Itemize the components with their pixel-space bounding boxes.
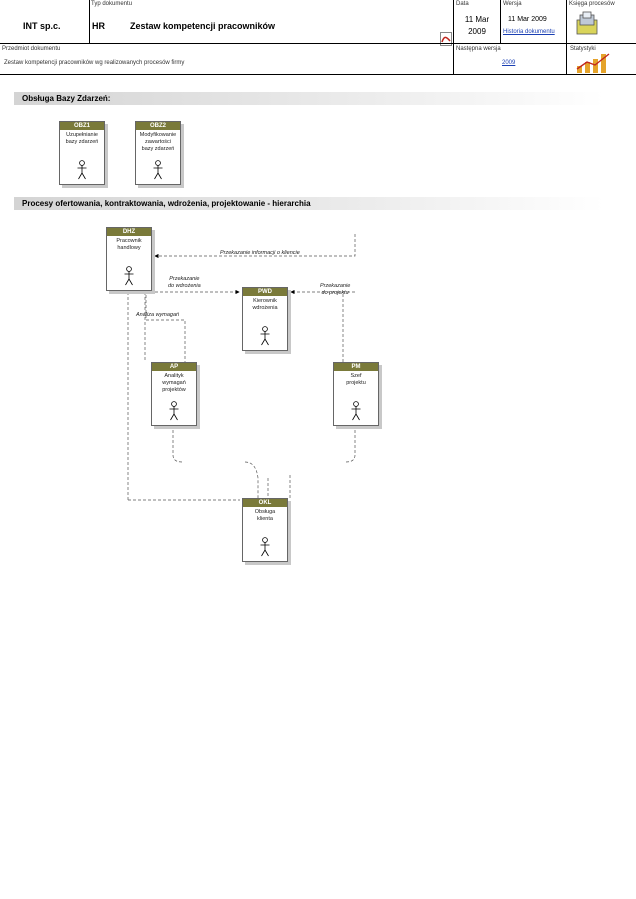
role-name: Pracownik handlowy (116, 238, 142, 251)
section-title: Procesy ofertowania, kontraktowania, wdr… (22, 199, 311, 208)
role-name: Kierownik wdrożenia (252, 298, 278, 311)
date-label: Data (456, 1, 469, 7)
page-title: Zestaw kompetencji pracowników (130, 21, 276, 31)
header-divider (453, 0, 454, 74)
purpose-label: Przedmiot dokumentu (2, 46, 61, 52)
role-code: PWD (243, 288, 287, 296)
role-name: Modyfikowanie zawartości bazy zdarzeń (139, 132, 177, 152)
role-code: OBZ2 (136, 122, 180, 130)
repo-label: Księga procesów (569, 1, 615, 7)
role-card-pwd[interactable]: PWD Kierownik wdrożenia (242, 287, 288, 351)
role-card-obz2[interactable]: OBZ2 Modyfikowanie zawartości bazy zdarz… (135, 121, 181, 185)
person-icon (169, 401, 179, 421)
person-icon (260, 326, 270, 346)
header-divider (89, 0, 90, 43)
role-name: Szef projektu (346, 373, 366, 386)
role-card-obz1[interactable]: OBZ1 Uzupełnianie bazy zdarzeń (59, 121, 105, 185)
flow-label: Analiza wymagań (136, 312, 180, 318)
person-icon (124, 266, 134, 286)
section-header-processes: Procesy ofertowania, kontraktowania, wdr… (14, 197, 604, 210)
history-link[interactable]: Historia dokumentu (503, 29, 555, 35)
header-divider (566, 0, 567, 74)
flow-label: Przekazanie informacji o kliencie (220, 250, 300, 256)
role-code: OBZ1 (60, 122, 104, 130)
section-title: Obsługa Bazy Zdarzeń: (22, 94, 111, 103)
pdf-icon[interactable] (440, 32, 452, 46)
person-icon (351, 401, 361, 421)
person-icon (153, 160, 163, 180)
next-version-link[interactable]: 2009 (502, 60, 516, 66)
department: HR (92, 21, 105, 31)
flow-label: Przekazanie do wdrożenia (168, 276, 201, 289)
role-code: OKL (243, 499, 287, 507)
role-code: PM (334, 363, 378, 371)
version-value: 11 Mar 2009 (508, 16, 547, 23)
header-divider (500, 0, 501, 43)
role-name: Uzupełnianie bazy zdarzeń (65, 132, 99, 145)
role-card-pm[interactable]: PM Szef projektu (333, 362, 379, 426)
header-bottom-border (0, 74, 636, 75)
version-label: Wersja (503, 1, 522, 7)
person-icon (260, 537, 270, 557)
repository-icon[interactable] (573, 10, 601, 38)
doc-type-label: Typ dokumentu (91, 1, 133, 7)
statistics-icon[interactable] (575, 52, 613, 74)
role-card-dhz[interactable]: DHZ Pracownik handlowy (106, 227, 152, 291)
section-header-events: Obsługa Bazy Zdarzeń: (14, 92, 604, 105)
company-name: INT sp.c. (23, 21, 61, 31)
header-divider (0, 43, 636, 44)
next-version-label: Następna wersja (456, 46, 501, 52)
role-name: Analityk wymagań projektów (162, 373, 186, 393)
flow-label: Przekazanie do projektu (320, 283, 351, 296)
purpose-text: Zestaw kompetencji pracowników wg realiz… (4, 60, 185, 66)
date-value: 11 Mar 2009 (464, 15, 490, 36)
role-name: Obsługa klienta (254, 509, 276, 522)
stats-label: Statystyki (570, 46, 596, 52)
role-card-ap[interactable]: AP Analityk wymagań projektów (151, 362, 197, 426)
role-code: DHZ (107, 228, 151, 236)
role-code: AP (152, 363, 196, 371)
role-card-okl[interactable]: OKL Obsługa klienta (242, 498, 288, 562)
person-icon (77, 160, 87, 180)
